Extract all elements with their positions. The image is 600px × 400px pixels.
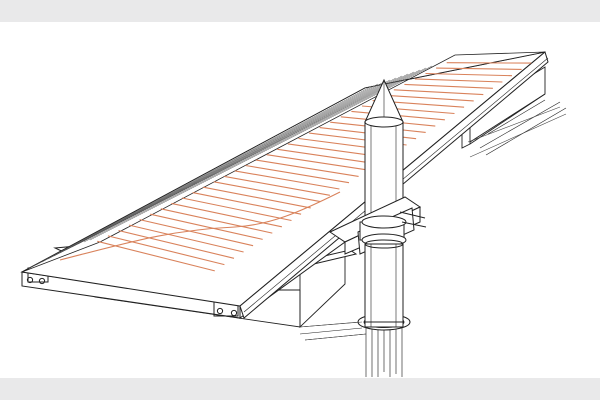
decking-board <box>436 67 522 70</box>
decking-board <box>414 78 503 83</box>
decking-board <box>277 148 378 165</box>
decking-surface <box>20 51 549 319</box>
decking-board <box>383 94 474 102</box>
illustration-panel <box>0 22 600 378</box>
decking-board <box>425 72 513 77</box>
decking-board <box>160 208 273 234</box>
deck-accent-curve <box>59 191 341 261</box>
decking-board <box>245 164 350 184</box>
decking-board <box>266 154 369 171</box>
pile-front <box>364 239 404 323</box>
decking-board <box>118 229 235 259</box>
decking-board <box>393 89 484 96</box>
pile-guide-bracket <box>328 196 427 255</box>
decking-board <box>192 192 302 215</box>
decking-board <box>404 83 493 89</box>
decking-board <box>107 235 225 266</box>
floating-dock-illustration <box>20 51 567 377</box>
decking-board <box>234 170 340 190</box>
ground-reference-lines <box>299 106 567 341</box>
deck-edge-hatching <box>29 65 433 269</box>
decking-board <box>97 240 215 272</box>
decking-board <box>128 224 244 253</box>
decking-board <box>139 219 254 247</box>
decking-board <box>150 213 263 240</box>
decking-board <box>181 197 292 222</box>
decking-board <box>213 181 321 203</box>
decking-board <box>224 175 330 196</box>
decking-board <box>203 186 311 209</box>
decking-board <box>256 159 359 177</box>
